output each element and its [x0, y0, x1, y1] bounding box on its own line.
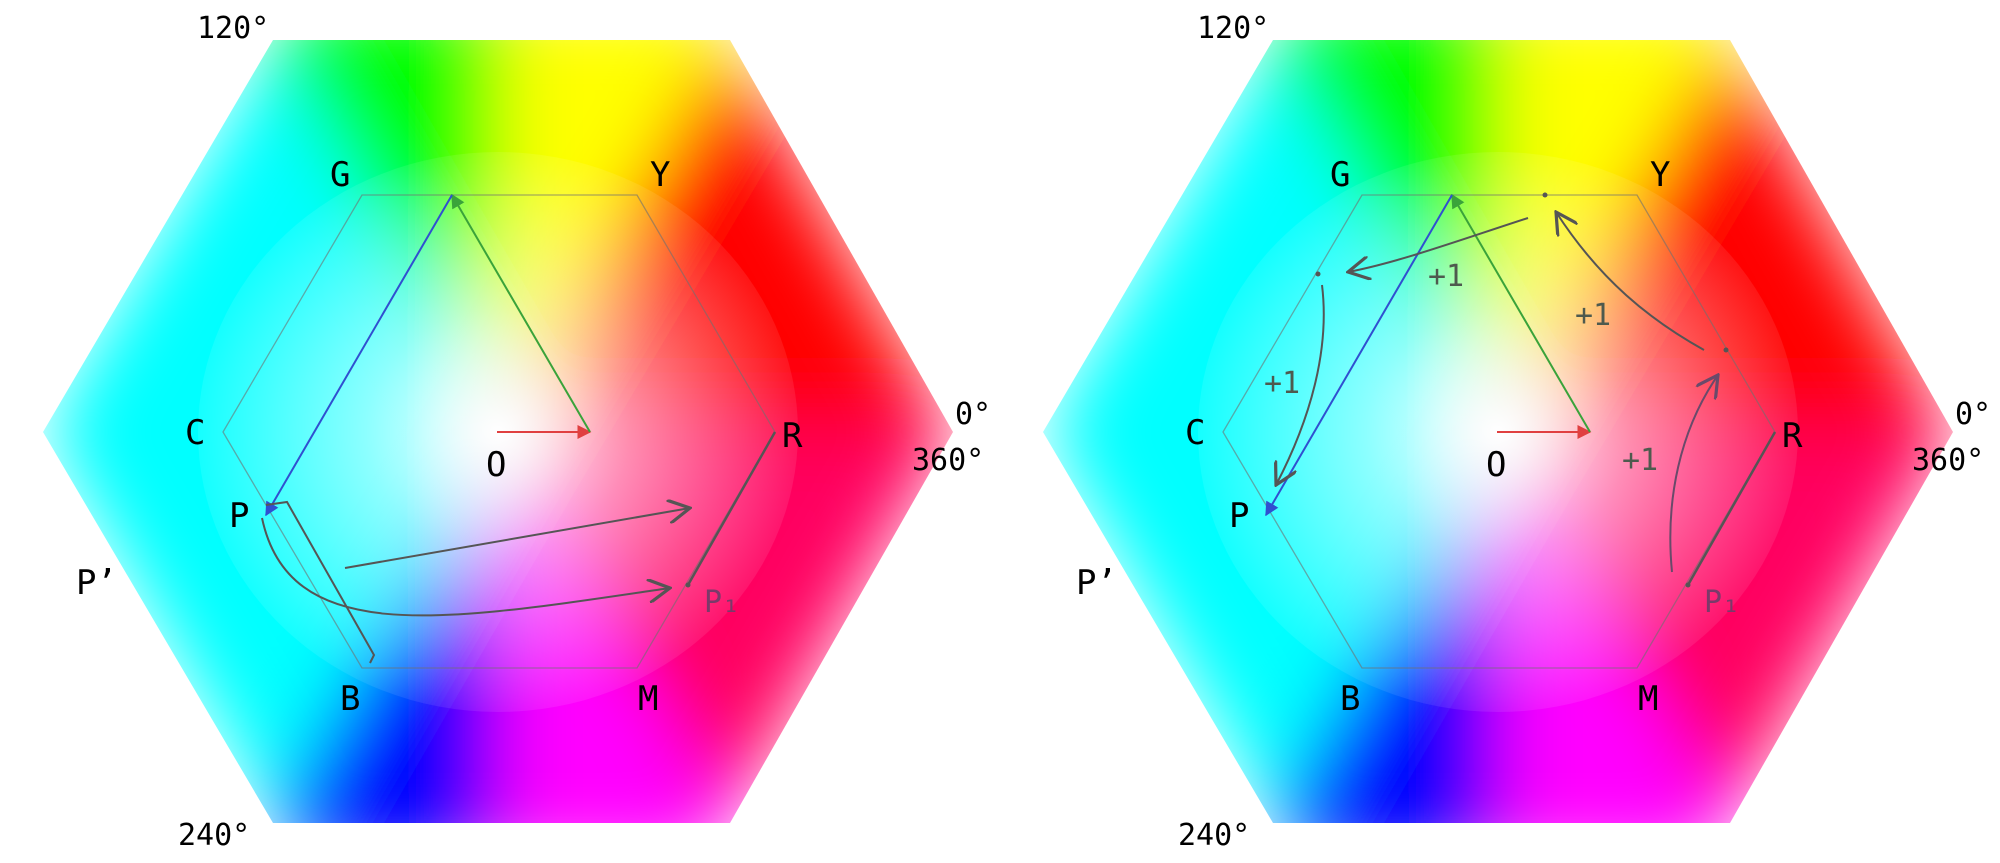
point-p1-dot [1685, 582, 1691, 588]
step-dot-1 [1723, 347, 1729, 353]
line-r-p1 [686, 431, 777, 586]
angle-360-label: 360° [1912, 443, 1984, 478]
angle-0-label: 0° [955, 397, 991, 432]
point-p1-label: P₁ [704, 585, 740, 620]
vertex-y-label: Y [650, 155, 670, 195]
vertex-b-label: B [340, 679, 360, 719]
line-p-b [265, 500, 376, 664]
origin-label: O [486, 445, 506, 485]
point-p-prime-label: P’ [76, 563, 117, 603]
arrow-r-g [451, 193, 591, 433]
angle-0-label: 0° [1955, 397, 1991, 432]
vertex-y-label: Y [1650, 155, 1670, 195]
angle-360-label: 360° [912, 443, 984, 478]
step-dot-3 [1315, 271, 1321, 277]
vertex-r-label: R [782, 416, 803, 456]
arrow-translate [344, 508, 690, 569]
increment-label-2: +1 [1575, 298, 1611, 333]
angle-240-label: 240° [178, 818, 250, 853]
point-p1-label: P₁ [1704, 585, 1740, 620]
rotate-arrow-3 [1348, 217, 1529, 272]
point-p-label: P [1229, 496, 1249, 536]
arrow-p-p1 [261, 517, 670, 617]
line-r-p1 [1686, 431, 1777, 586]
rotate-arrow-2 [1556, 212, 1705, 351]
color-wheel-hexagon [1043, 40, 1953, 823]
right-panel: +1 +1 +1 +1 120° 240° 0° 360° G Y C R B … [1043, 11, 1991, 853]
rotate-arrow-4 [1276, 284, 1325, 485]
vertex-b-label: B [1340, 679, 1360, 719]
vertex-g-label: G [330, 155, 350, 195]
vertex-c-label: C [1185, 413, 1205, 453]
angle-120-label: 120° [197, 11, 269, 46]
left-panel: 120° 240° 0° 360° G Y C R B M O P P’ P₁ [43, 11, 991, 853]
step-dot-2 [1542, 192, 1548, 198]
rotate-arrow-1 [1669, 375, 1718, 573]
arrow-g-p [265, 194, 453, 517]
vertex-m-label: M [1638, 679, 1658, 719]
origin-label: O [1486, 445, 1506, 485]
point-p-label: P [229, 496, 249, 536]
increment-label-1: +1 [1622, 443, 1658, 478]
point-p1-dot [685, 582, 691, 588]
angle-240-label: 240° [1178, 818, 1250, 853]
vertex-m-label: M [638, 679, 658, 719]
increment-label-3: +1 [1428, 259, 1464, 294]
vertex-c-label: C [185, 413, 205, 453]
point-p-prime-label: P’ [1076, 563, 1117, 603]
angle-120-label: 120° [1197, 11, 1269, 46]
vertex-g-label: G [1330, 155, 1350, 195]
increment-label-4: +1 [1264, 366, 1300, 401]
vertex-r-label: R [1782, 416, 1803, 456]
arrow-g-p [1265, 194, 1453, 517]
